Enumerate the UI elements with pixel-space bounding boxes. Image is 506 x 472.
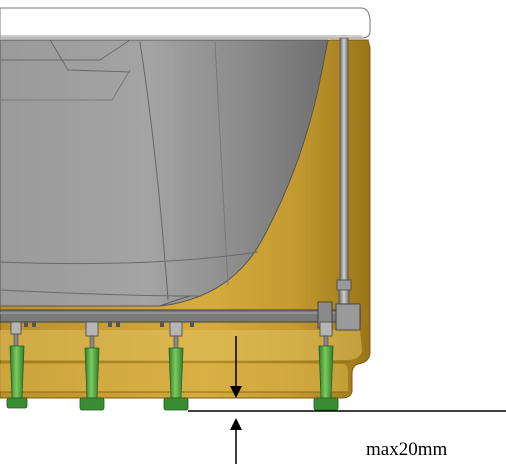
rod-bracket xyxy=(335,303,361,331)
arrow-down-icon xyxy=(230,386,242,398)
leg-4 xyxy=(313,321,339,411)
leg-1 xyxy=(6,321,28,409)
threaded-rod xyxy=(339,37,349,291)
tub-contour-4 xyxy=(139,41,169,301)
leg-2 xyxy=(79,321,105,411)
frame-rail xyxy=(0,309,361,323)
tub-rim xyxy=(0,7,371,39)
rod-coupling xyxy=(338,289,350,305)
tub-contour-7 xyxy=(0,289,199,297)
tub-drain xyxy=(159,295,191,307)
rail-fasteners xyxy=(24,322,194,327)
tub-body xyxy=(0,39,329,307)
rod-nut xyxy=(336,279,352,291)
leg-3 xyxy=(163,321,189,411)
dimension-label: max20mm xyxy=(366,439,448,460)
tub-contour-3 xyxy=(0,69,131,101)
arrow-up-icon xyxy=(230,418,242,430)
tub-contour-6 xyxy=(0,251,259,265)
tub-contour-2 xyxy=(49,39,131,73)
tub-contour xyxy=(0,39,131,61)
